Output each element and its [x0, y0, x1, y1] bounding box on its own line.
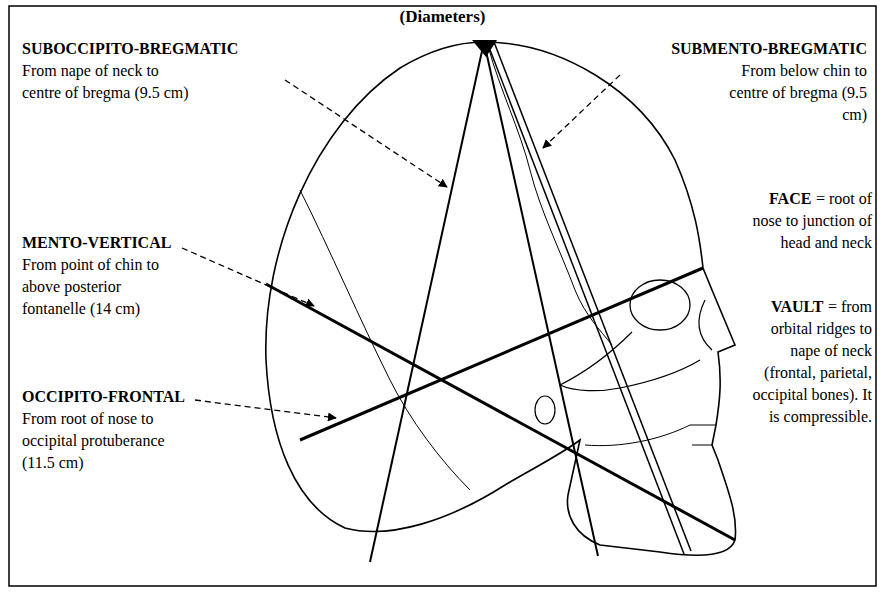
leader-line — [285, 80, 447, 187]
label-group: SUBOCCIPITO-BREGMATICFrom nape of neck t… — [22, 38, 272, 104]
region-description: = from orbital ridges to nape of neck (f… — [752, 298, 872, 425]
skull-outline — [266, 42, 736, 555]
diameter-line — [484, 42, 598, 556]
label-group: MENTO-VERTICALFrom point of chin to abov… — [22, 232, 222, 320]
label-group: OCCIPITO-FRONTALFrom root of nose to occ… — [22, 386, 242, 474]
ear-opening — [535, 396, 555, 424]
submento-bregmatic-line — [494, 42, 691, 551]
suboccipito-bregmatic-line — [370, 42, 484, 562]
occipito-frontal-line — [300, 268, 703, 440]
mento-vertical-line — [266, 284, 735, 540]
jaw-line — [585, 425, 716, 446]
leader-line — [543, 75, 620, 148]
region-name: FACE — [769, 190, 811, 207]
label-group: SUBMENTO-BREGMATICFrom below chin to cen… — [605, 38, 867, 126]
diameter-description: From point of chin to above posterior fo… — [22, 254, 164, 320]
nasal-aperture — [699, 300, 712, 350]
leader-line — [195, 400, 336, 418]
frame — [9, 6, 876, 586]
zygomatic-arch — [560, 332, 700, 391]
diameter-description: From below chin to centre of bregma (9.5… — [707, 60, 867, 126]
lambdoid-suture — [300, 190, 470, 490]
region-name: VAULT — [771, 298, 823, 315]
diameter-name: SUBMENTO-BREGMATIC — [605, 38, 867, 60]
diameter-description: From nape of neck to centre of bregma (9… — [22, 60, 197, 104]
label-group: FACE= root of nose to junction of head a… — [744, 188, 872, 254]
diameter-name: MENTO-VERTICAL — [22, 232, 222, 254]
diameter-name: OCCIPITO-FRONTAL — [22, 386, 242, 408]
submento-bregmatic-line — [487, 42, 684, 554]
diagram-title: (Diameters) — [0, 6, 885, 28]
diameter-description: From root of nose to occipital protubera… — [22, 408, 197, 474]
leader-line — [182, 248, 314, 306]
label-group: VAULT= from orbital ridges to nape of ne… — [744, 296, 872, 428]
diameter-name: SUBOCCIPITO-BREGMATIC — [22, 38, 272, 60]
